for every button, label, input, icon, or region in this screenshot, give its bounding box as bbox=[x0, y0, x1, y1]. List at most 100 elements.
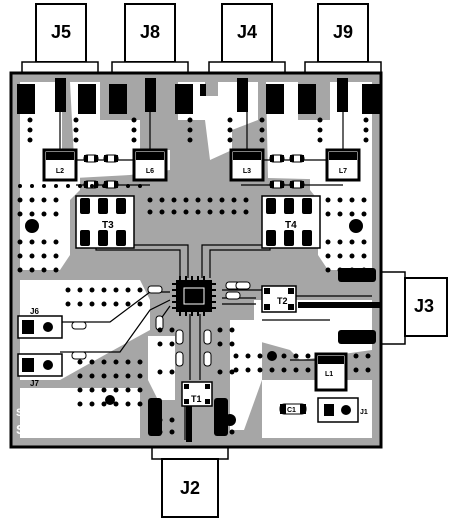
via bbox=[53, 253, 59, 259]
via bbox=[243, 197, 249, 203]
via bbox=[349, 253, 355, 259]
via bbox=[217, 369, 223, 375]
via bbox=[53, 267, 59, 273]
t4-label: T4 bbox=[285, 220, 297, 231]
via bbox=[229, 327, 235, 333]
via bbox=[137, 387, 143, 393]
via bbox=[73, 127, 79, 133]
via bbox=[89, 301, 95, 307]
via bbox=[227, 137, 233, 143]
transformer-t2: T2 bbox=[261, 285, 297, 313]
via bbox=[361, 239, 367, 245]
via bbox=[187, 137, 193, 143]
header-j1: J1 bbox=[317, 397, 368, 423]
j4-label: J4 bbox=[237, 22, 257, 42]
silk-model: SRF-x016 bbox=[16, 422, 75, 437]
j5-label: J5 bbox=[51, 22, 71, 42]
via bbox=[353, 353, 359, 359]
via bbox=[114, 184, 118, 188]
via bbox=[125, 301, 131, 307]
via bbox=[317, 127, 323, 133]
small-passives-row bbox=[83, 154, 305, 189]
via bbox=[183, 209, 189, 215]
silk-maker: SMDI bbox=[16, 407, 44, 419]
via bbox=[217, 429, 223, 435]
via bbox=[53, 211, 59, 217]
via bbox=[41, 253, 47, 259]
via bbox=[227, 117, 233, 123]
via bbox=[217, 327, 223, 333]
via bbox=[54, 184, 58, 188]
transformer-t3: T3 bbox=[75, 195, 135, 249]
via bbox=[125, 387, 131, 393]
header-j6: J6 bbox=[17, 307, 63, 339]
via bbox=[257, 353, 263, 359]
via bbox=[137, 373, 143, 379]
via bbox=[317, 117, 323, 123]
via bbox=[305, 353, 311, 359]
via bbox=[171, 197, 177, 203]
via bbox=[131, 127, 137, 133]
via bbox=[66, 184, 70, 188]
via bbox=[227, 127, 233, 133]
via bbox=[125, 287, 131, 293]
connector-j8: J8 bbox=[111, 3, 189, 75]
via bbox=[325, 253, 331, 259]
via bbox=[245, 353, 251, 359]
via bbox=[305, 367, 311, 373]
via bbox=[125, 373, 131, 379]
capacitor-c1: C1 bbox=[279, 403, 307, 415]
l6-label: L6 bbox=[146, 168, 154, 175]
j7-label: J7 bbox=[30, 379, 39, 388]
via bbox=[325, 211, 331, 217]
via bbox=[231, 197, 237, 203]
via-grid bbox=[17, 117, 371, 435]
inductor-l6: L6 bbox=[132, 148, 168, 182]
via bbox=[89, 359, 95, 365]
j6-label: J6 bbox=[30, 307, 39, 316]
via bbox=[137, 287, 143, 293]
via bbox=[27, 137, 33, 143]
via bbox=[17, 197, 23, 203]
connector-j2: J2 bbox=[151, 446, 229, 518]
via bbox=[187, 127, 193, 133]
via bbox=[17, 211, 23, 217]
via bbox=[281, 353, 287, 359]
via bbox=[169, 341, 175, 347]
via bbox=[113, 301, 119, 307]
via bbox=[361, 197, 367, 203]
via bbox=[349, 211, 355, 217]
via bbox=[243, 209, 249, 215]
via bbox=[101, 287, 107, 293]
via bbox=[207, 209, 213, 215]
via bbox=[157, 369, 163, 375]
via bbox=[257, 367, 263, 373]
via bbox=[195, 197, 201, 203]
central-ic bbox=[172, 276, 216, 316]
via bbox=[41, 267, 47, 273]
via bbox=[65, 301, 71, 307]
via bbox=[169, 327, 175, 333]
via bbox=[77, 359, 83, 365]
via bbox=[17, 267, 23, 273]
via bbox=[363, 137, 369, 143]
via bbox=[259, 137, 265, 143]
via bbox=[102, 184, 106, 188]
via bbox=[42, 184, 46, 188]
via bbox=[137, 401, 143, 407]
via bbox=[229, 369, 235, 375]
via bbox=[259, 117, 265, 123]
inductor-l2: L2 bbox=[42, 148, 78, 182]
l1-label: L1 bbox=[325, 371, 333, 378]
via bbox=[113, 387, 119, 393]
via bbox=[325, 267, 331, 273]
via bbox=[147, 197, 153, 203]
t3-label: T3 bbox=[102, 220, 114, 231]
via bbox=[361, 211, 367, 217]
via bbox=[41, 197, 47, 203]
t1-label: T1 bbox=[191, 394, 202, 404]
via bbox=[77, 401, 83, 407]
via bbox=[231, 209, 237, 215]
via bbox=[89, 373, 95, 379]
via bbox=[73, 137, 79, 143]
